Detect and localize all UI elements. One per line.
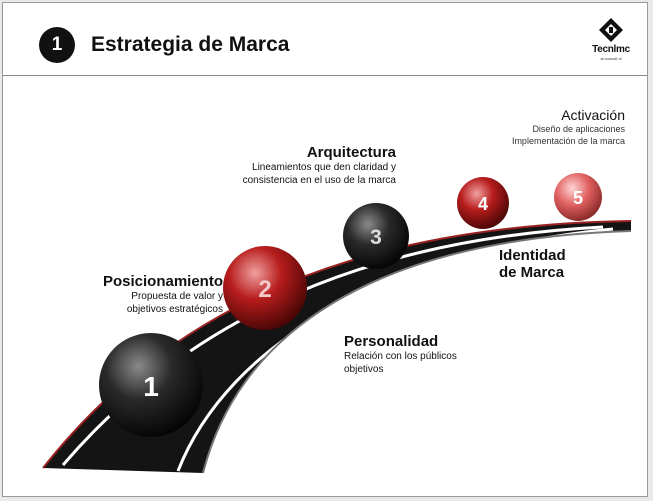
logo-subtext: al consult ol [600, 56, 622, 61]
label-arquitectura-desc1: Lineamientos que den claridad y [252, 162, 396, 173]
label-personalidad: Personalidad Relación con los públicos o… [344, 333, 457, 376]
logo-mark-icon [599, 18, 623, 42]
step-sphere-1-number: 1 [143, 371, 159, 402]
label-identidad-title1: Identidad [499, 247, 566, 264]
label-identidad: Identidad de Marca [499, 247, 566, 281]
label-personalidad-title: Personalidad [344, 333, 439, 350]
label-activacion-title: Activación [561, 107, 625, 123]
label-activacion-desc1: Diseño de aplicaciones [532, 124, 625, 134]
brand-roadmap-diagram: 1 2 3 4 5 [42, 173, 632, 474]
label-activacion-desc2: Implementación de la marca [511, 136, 625, 146]
label-arquitectura-desc2: consistencia en el uso de la marca [242, 175, 396, 186]
slide-header: 1 Estrategia de Marca Tecnlmc al consult… [3, 3, 647, 76]
step-sphere-4: 4 [457, 177, 509, 229]
label-arquitectura-title: Arquitectura [306, 144, 396, 161]
road-stripe-right [176, 227, 614, 472]
step-sphere-5-number: 5 [573, 188, 583, 208]
label-arquitectura: Arquitectura Lineamientos que den clarid… [228, 144, 396, 187]
company-logo: Tecnlmc al consult ol [587, 18, 635, 66]
label-personalidad-desc1: Relación con los públicos [344, 351, 457, 362]
label-posicionamiento-desc1: Propuesta de valor y [131, 291, 223, 302]
road-edge-gray [202, 230, 632, 474]
logo-name: Tecnlmc [592, 44, 630, 55]
step-sphere-1: 1 [99, 333, 203, 437]
step-sphere-2-number: 2 [258, 276, 271, 303]
step-number-badge: 1 [39, 27, 75, 63]
label-personalidad-desc2: objetivos [344, 364, 384, 375]
label-identidad-title2: de Marca [499, 264, 565, 281]
slide-title: Estrategia de Marca [91, 33, 290, 56]
label-posicionamiento-title: Posicionamiento [102, 273, 223, 290]
step-sphere-5: 5 [554, 173, 602, 221]
step-sphere-3-number: 3 [370, 226, 382, 249]
label-posicionamiento: Posicionamiento Propuesta de valor y obj… [83, 273, 223, 316]
step-sphere-3: 3 [343, 203, 409, 269]
slide: 1 Estrategia de Marca Tecnlmc al consult… [2, 2, 648, 497]
label-activacion: Activación Diseño de aplicaciones Implem… [473, 107, 625, 147]
step-sphere-2: 2 [223, 246, 307, 330]
step-sphere-4-number: 4 [478, 194, 488, 214]
label-posicionamiento-desc2: objetivos estratégicos [126, 304, 223, 315]
